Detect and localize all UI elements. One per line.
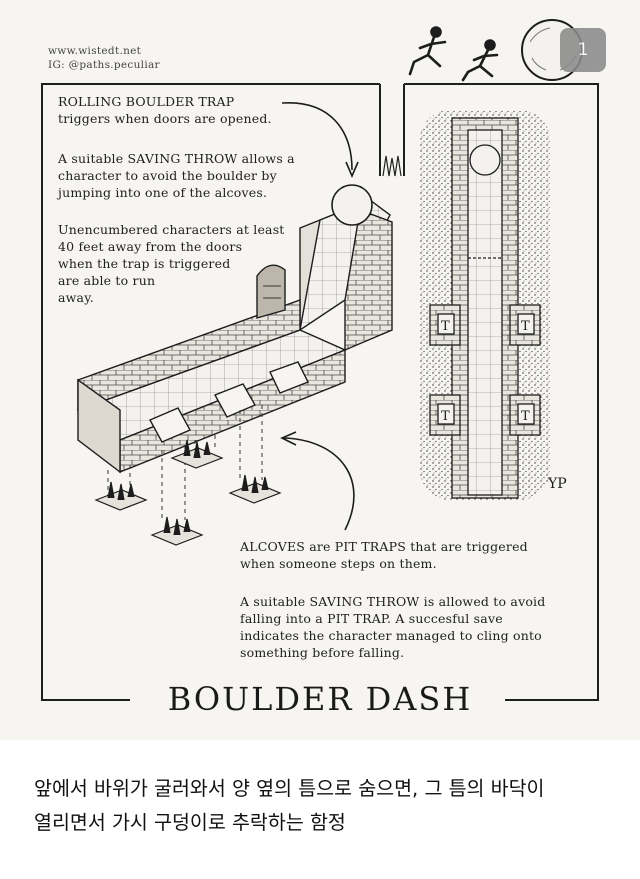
note-line: ROLLING BOULDER TRAP (58, 94, 235, 109)
note-line: A suitable SAVING THROW is allowed to av… (240, 594, 546, 609)
arrow-top (281, 102, 353, 171)
drawing-layer: T T T T YP (41, 19, 599, 701)
note-line: when someone steps on them. (240, 556, 437, 571)
top-down-map (420, 110, 550, 500)
note-line: A suitable SAVING THROW allows a (58, 151, 295, 166)
credits: www.wistedt.net IG: @paths.peculiar (48, 44, 160, 72)
note-line: Unencumbered characters at least (58, 222, 285, 237)
spike-pit-3 (170, 439, 224, 469)
doorway-spikes (382, 155, 402, 177)
note-line: ALCOVES are PIT TRAPS that are triggered (240, 539, 528, 554)
note-line: when the trap is triggered (58, 256, 231, 271)
note-unencumbered: Unencumbered characters at least 40 feet… (58, 221, 285, 306)
note-line: something before falling. (240, 645, 405, 660)
note-line: falling into a PIT TRAP. A succesful sav… (240, 611, 503, 626)
note-line: 40 feet away from the doors (58, 239, 243, 254)
illustration-card: www.wistedt.net IG: @paths.peculiar (0, 0, 640, 740)
running-figures (408, 26, 499, 82)
note-line: character to avoid the boulder by (58, 168, 277, 183)
arrow-bottom (283, 437, 355, 531)
frame-border (41, 83, 599, 701)
page-title: BOULDER DASH (167, 680, 473, 718)
note-alcoves: ALCOVES are PIT TRAPS that are triggered… (240, 538, 528, 572)
post-caption: 앞에서 바위가 굴러와서 양 옆의 틈으로 숨으면, 그 틈의 바닥이 열리면서… (34, 772, 614, 840)
artist-signature: YP (547, 476, 567, 492)
map-trap-label-2: T (521, 319, 530, 334)
image-count-badge[interactable]: 1 (560, 28, 606, 72)
note-line: are able to run (58, 273, 156, 288)
note-line: triggers when doors are opened. (58, 111, 272, 126)
note-line: away. (58, 290, 94, 305)
note-saving-throw-pit: A suitable SAVING THROW is allowed to av… (240, 593, 545, 661)
note-line: indicates the character managed to cling… (240, 628, 542, 643)
caption-line: 앞에서 바위가 굴러와서 양 옆의 틈으로 숨으면, 그 틈의 바닥이 (34, 777, 545, 800)
caption-line: 열리면서 가시 구덩이로 추락하는 함정 (34, 811, 346, 834)
credit-website[interactable]: www.wistedt.net (48, 45, 142, 57)
spike-pit-1 (94, 481, 148, 511)
map-trap-label-1: T (441, 319, 450, 334)
isometric-corridor (76, 199, 393, 474)
map-trap-label-4: T (521, 409, 530, 424)
map-trap-label-3: T (441, 409, 450, 424)
note-line: jumping into one of the alcoves. (58, 185, 268, 200)
boulder-ramp-icon (331, 184, 373, 226)
note-rolling-boulder: ROLLING BOULDER TRAP triggers when doors… (58, 93, 272, 127)
spike-pit-4 (228, 474, 282, 504)
spike-pit-2 (150, 516, 204, 546)
note-saving-throw-boulder: A suitable SAVING THROW allows a charact… (58, 150, 295, 201)
credit-instagram[interactable]: IG: @paths.peculiar (48, 59, 160, 71)
